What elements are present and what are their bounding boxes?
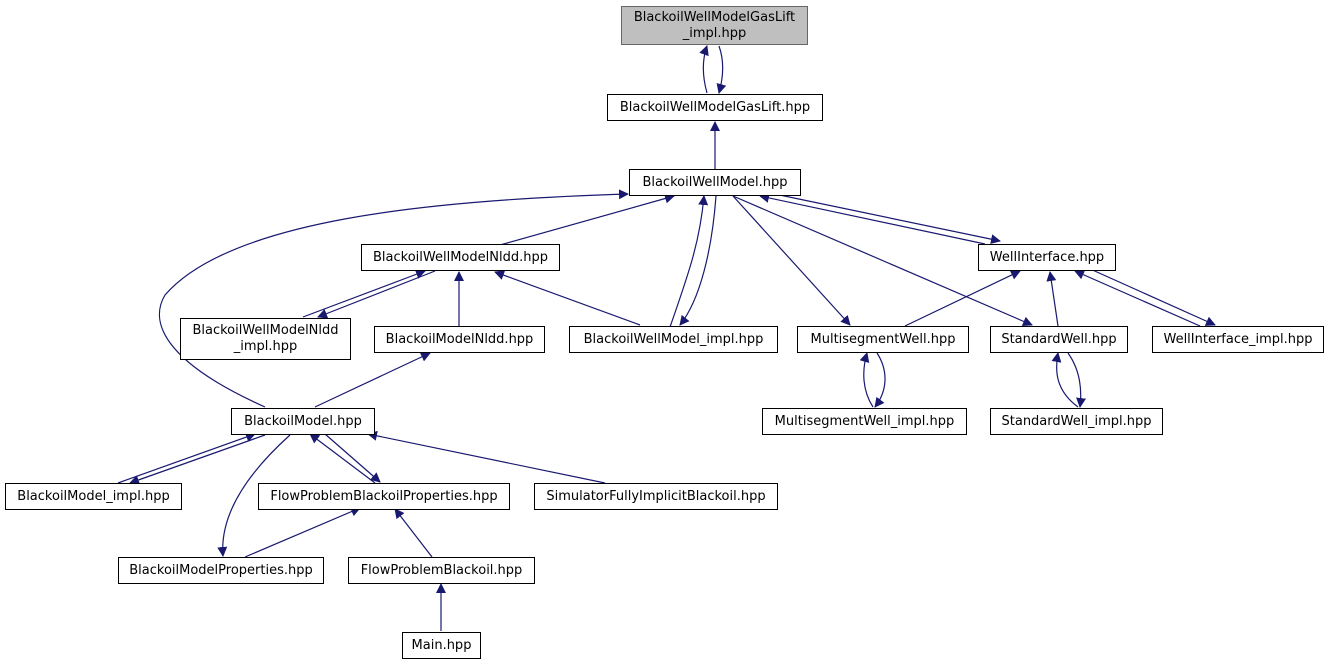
edge-gaslift-to-gaslift-impl [699,45,709,94]
node-wellmodel-impl[interactable]: BlackoilWellModel_impl.hpp [569,326,778,353]
edge-gaslift-impl-to-gaslift [716,45,727,94]
node-main[interactable]: Main.hpp [402,632,481,659]
edge-model-to-modelprops [217,434,291,557]
node-flow-problem-blackoil[interactable]: FlowProblemBlackoil.hpp [348,557,535,584]
edge-flowproblem-to-flowprops [394,508,433,558]
node-wellinterface[interactable]: WellInterface.hpp [978,244,1116,271]
edge-wellinterface-impl-to-wellinterface [1074,270,1201,327]
node-wellmodel-nldd[interactable]: BlackoilWellModelNldd.hpp [361,244,560,271]
node-multisegment-well-impl[interactable]: MultisegmentWell_impl.hpp [762,408,967,435]
edge-nldd-to-wellmodel [499,193,675,246]
edge-model-impl-to-model [117,432,256,484]
edge-stdwell-to-wellinterface [1046,271,1059,327]
edge-wellmodel-impl-to-nldd [494,270,641,326]
node-multisegment-well[interactable]: MultisegmentWell.hpp [797,326,969,353]
node-gaslift[interactable]: BlackoilWellModelGasLift.hpp [607,94,823,121]
edge-wellinterface-to-wellmodel [759,192,986,245]
node-model-nldd[interactable]: BlackoilModelNldd.hpp [374,326,545,353]
node-standard-well-impl[interactable]: StandardWell_impl.hpp [990,408,1163,435]
node-blackoil-model-properties[interactable]: BlackoilModelProperties.hpp [118,557,324,584]
edge-model-to-flowprops [324,433,381,483]
edge-model-to-wellmodel [158,189,629,408]
edge-stdwell-to-stdwell-impl [1067,352,1087,408]
edge-msw-impl-to-msw [859,352,874,408]
edge-wellmodel-impl-to-wellmodel [669,195,709,328]
edge-wellmodel-to-wellinterface [769,192,1001,245]
node-simulator-fully-implicit[interactable]: SimulatorFullyImplicitBlackoil.hpp [534,483,778,510]
edge-wellinterface-to-wellinterface-impl [1087,267,1216,326]
edge-stdwell-impl-to-stdwell [1051,352,1079,408]
edge-simulator-to-model [367,430,606,484]
node-blackoil-model[interactable]: BlackoilModel.hpp [231,408,375,435]
edge-flowprops-to-model [309,433,376,484]
edge-model-to-model-impl [129,434,266,485]
edge-nldd-impl-to-nldd [302,269,426,318]
node-standard-well[interactable]: StandardWell.hpp [990,326,1128,353]
edge-msw-to-wellinterface [904,270,1021,327]
edge-wellmodel-to-stdwell [732,195,1033,327]
node-flow-problem-properties[interactable]: FlowProblemBlackoilProperties.hpp [258,483,510,510]
node-wellmodel[interactable]: BlackoilWellModel.hpp [629,169,801,196]
edge-wellmodel-to-msw [732,195,851,326]
edge-wellmodel-to-wellmodel-impl [679,195,717,326]
edge-msw-to-msw-impl [874,352,886,408]
node-wellmodel-nldd-impl[interactable]: BlackoilWellModelNldd _impl.hpp [180,318,351,360]
edge-modelprops-to-flowprops [244,506,361,558]
edge-model-to-modelnldd [314,352,431,408]
edge-nldd-to-nldd-impl [317,270,436,319]
node-blackoil-model-impl[interactable]: BlackoilModel_impl.hpp [5,483,182,510]
node-wellinterface-impl[interactable]: WellInterface_impl.hpp [1152,326,1324,353]
node-gaslift-impl: BlackoilWellModelGasLift _impl.hpp [621,6,808,45]
